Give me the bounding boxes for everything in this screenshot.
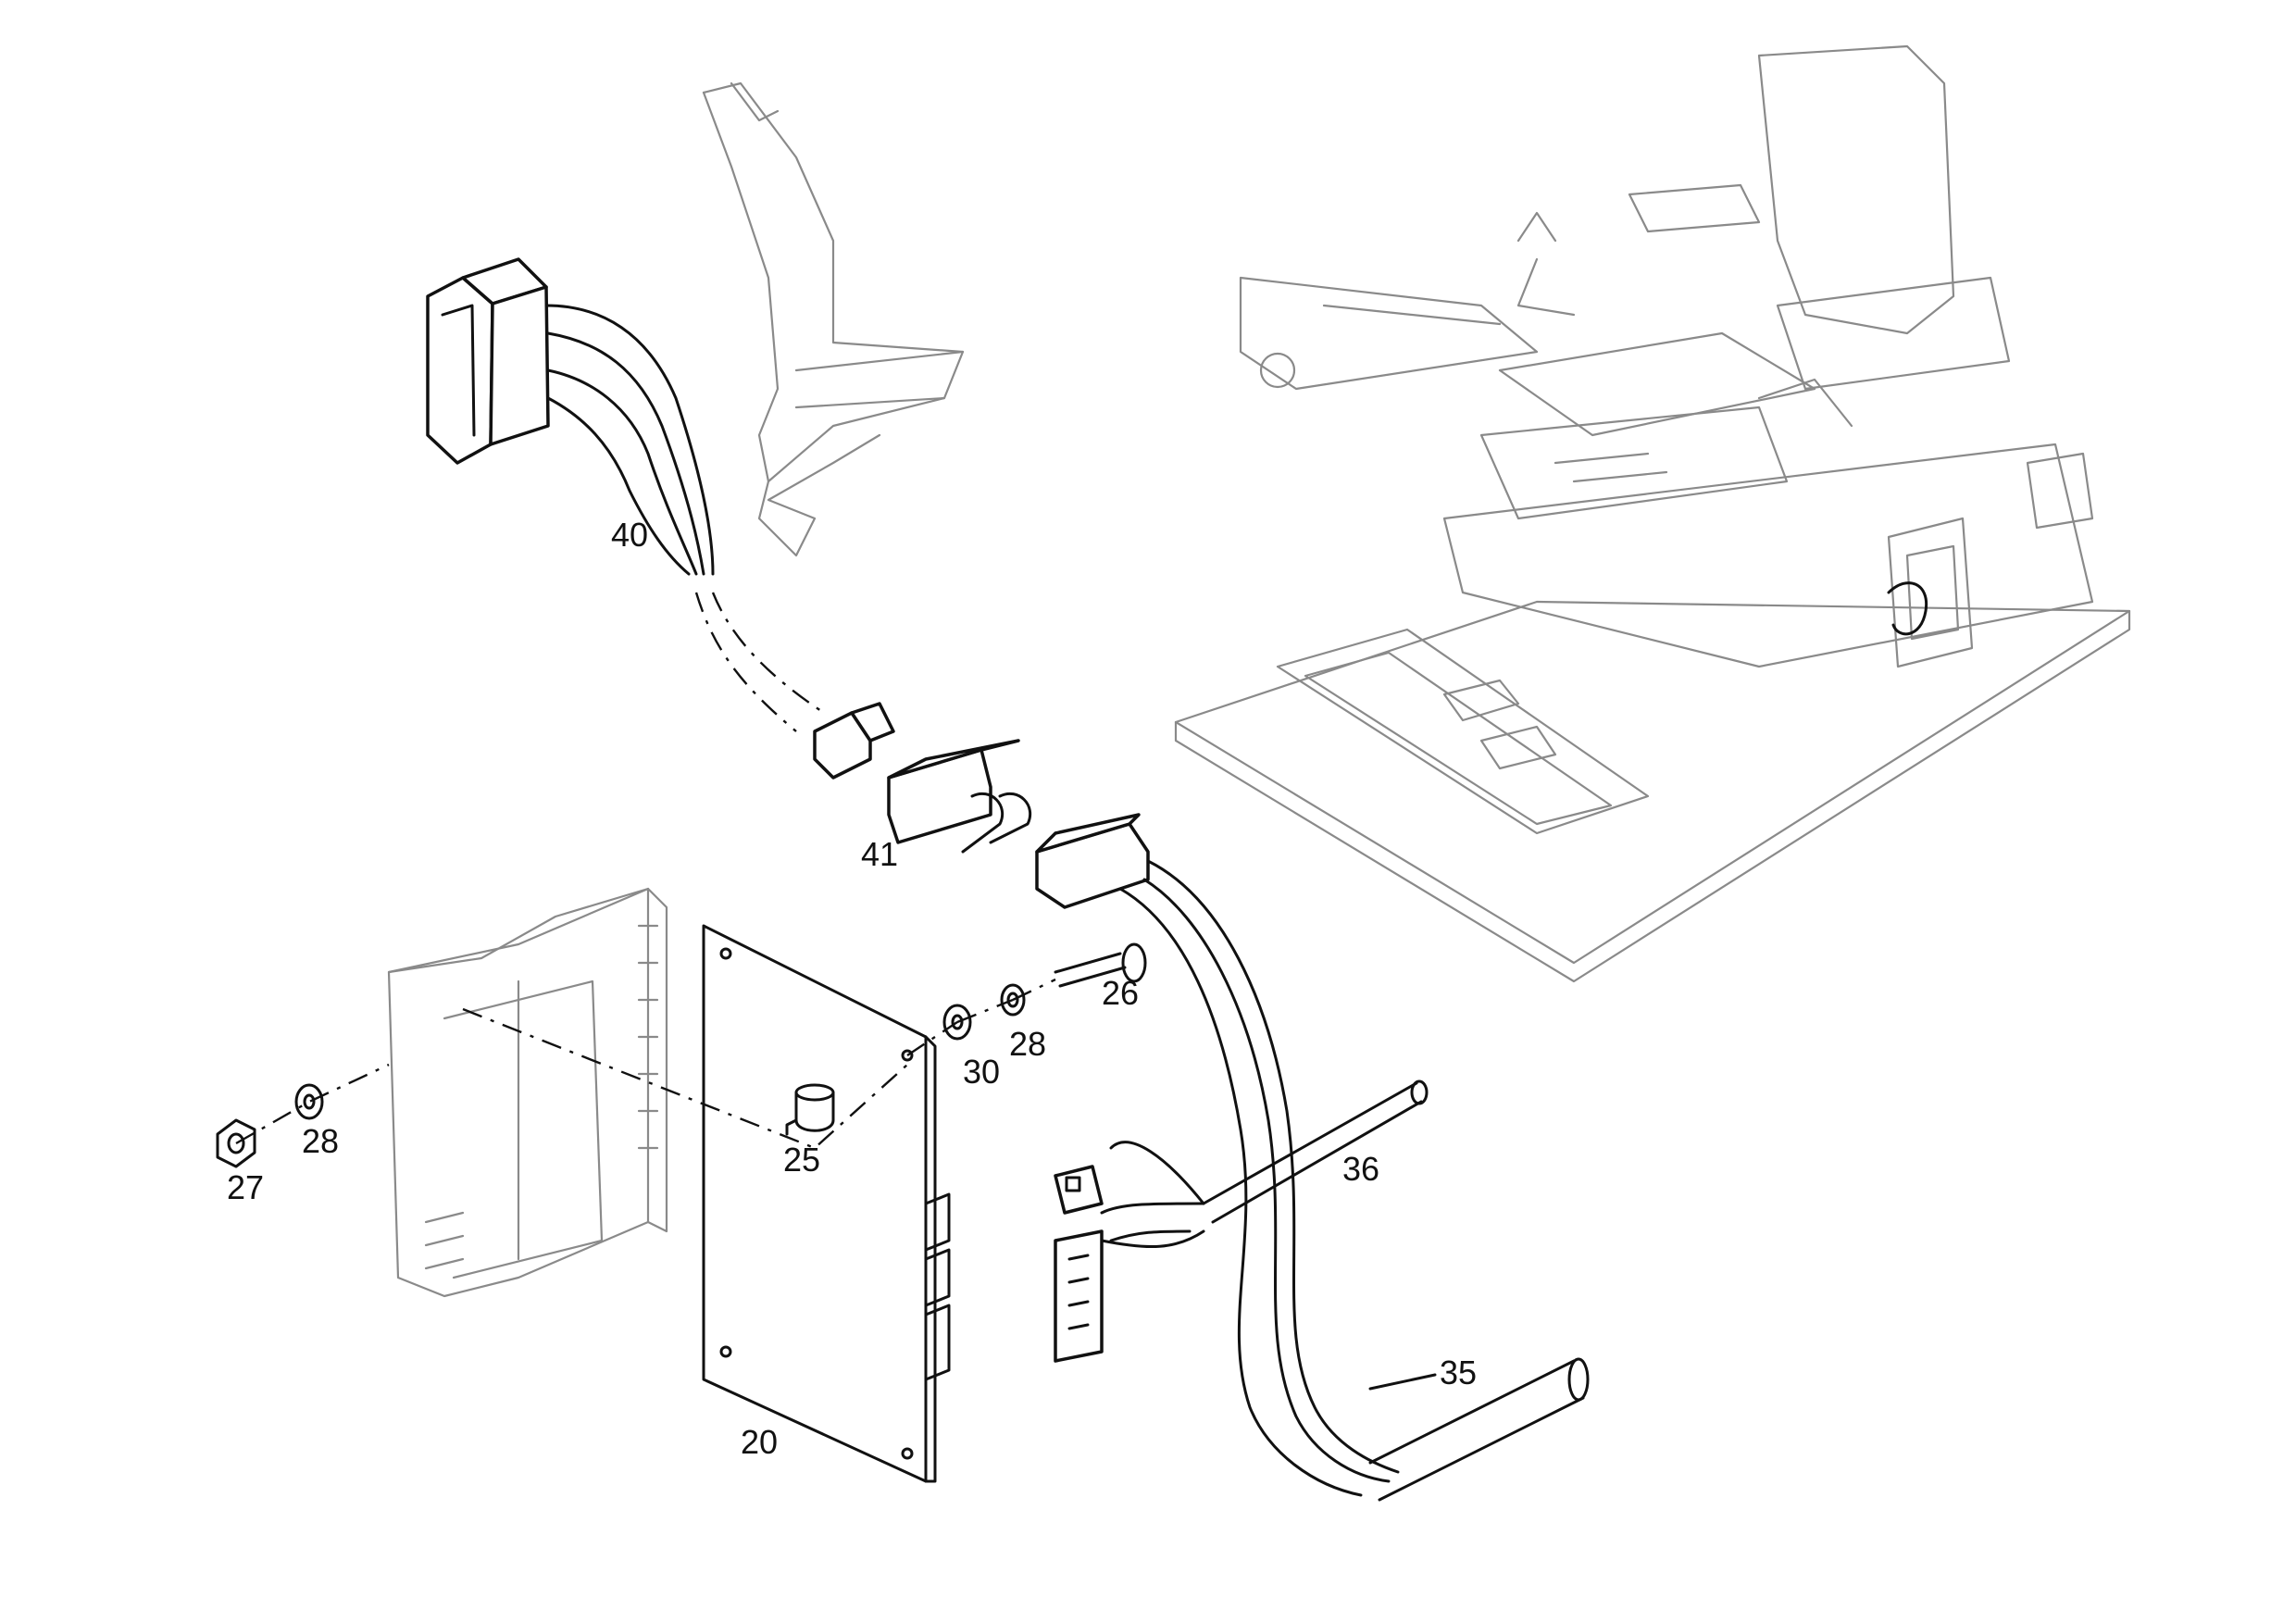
callout-28-upper: 28 (1009, 1025, 1046, 1063)
washer-part-28a (1000, 983, 1026, 1017)
leader-bracket-board (462, 1007, 908, 1150)
callout-27: 27 (227, 1168, 264, 1206)
machine-illustration (1174, 44, 2131, 983)
callout-40: 40 (611, 516, 648, 554)
washer-part-30 (942, 1004, 972, 1041)
connector-part-41 (887, 739, 1032, 854)
callout-20: 20 (741, 1423, 778, 1461)
callout-26: 26 (1102, 974, 1139, 1012)
loose-connector-plugs (813, 702, 895, 780)
callout-35: 35 (1440, 1354, 1477, 1391)
cable-part-36 (1054, 1079, 1429, 1363)
multi-pin-connector (1054, 1229, 1104, 1363)
circuit-board-part-20 (702, 924, 951, 1483)
callout-25: 25 (783, 1141, 820, 1179)
screw-part-26 (1054, 942, 1147, 988)
leader-washer-to-screw (1012, 978, 1056, 1002)
standoff-part-25 (785, 1083, 835, 1136)
leader-35 (1368, 1373, 1437, 1391)
callout-28-lower: 28 (302, 1122, 339, 1160)
leader-nut-washer-bracket (235, 1063, 390, 1145)
washer-part-28b (294, 1083, 324, 1120)
callout-41: 41 (861, 835, 898, 873)
callout-36: 36 (1342, 1150, 1379, 1188)
small-connector (1054, 1165, 1104, 1215)
plug-part-35 (1035, 813, 1590, 1502)
callout-30: 30 (963, 1053, 1000, 1091)
leader-washer-to-washer (956, 998, 1014, 1024)
nut-part-27 (216, 1118, 256, 1168)
joystick-part-40 (426, 81, 965, 780)
leader-board-to-washer (906, 1021, 958, 1056)
mounting-bracket (387, 887, 668, 1298)
